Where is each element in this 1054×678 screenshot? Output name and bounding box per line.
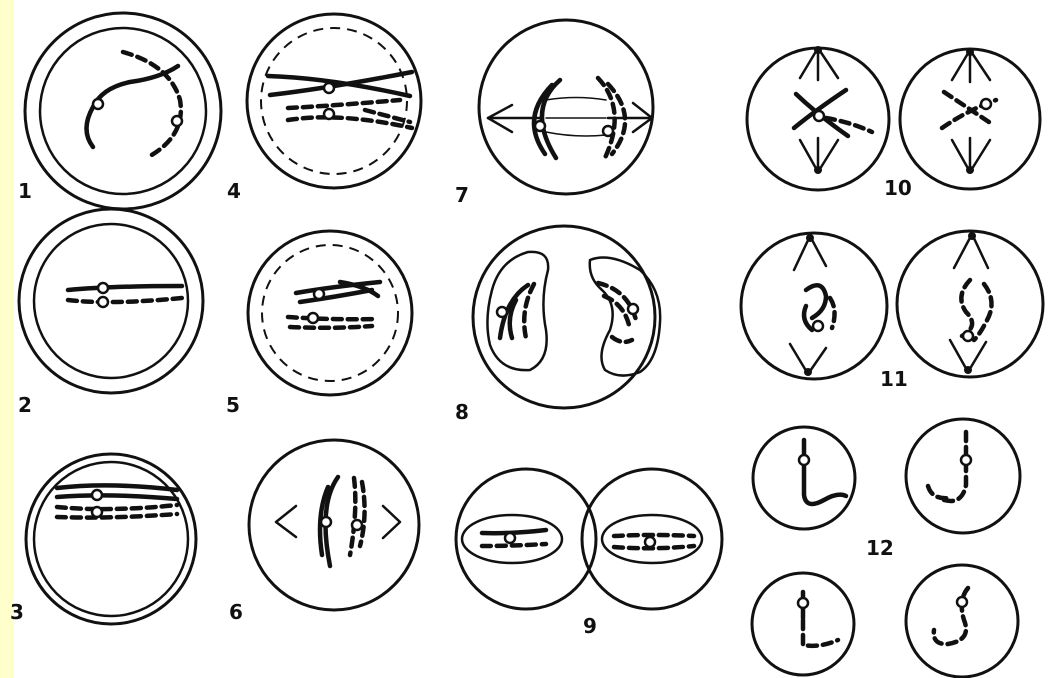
label-9: 9 <box>583 614 597 638</box>
stage-11-cells: 11 <box>741 231 1043 391</box>
stage-6-cell: 6 <box>229 440 419 624</box>
stage-3-cell: 3 <box>10 454 196 624</box>
stage-4-cell: 4 <box>227 14 421 203</box>
label-1: 1 <box>18 179 32 203</box>
label-6: 6 <box>229 600 243 624</box>
label-3: 3 <box>10 600 24 624</box>
label-11: 11 <box>880 367 908 391</box>
label-2: 2 <box>18 393 32 417</box>
stage-7-cell: 7 <box>455 20 653 207</box>
label-7: 7 <box>455 183 469 207</box>
stage-12-cells: 12 <box>752 419 1020 677</box>
stage-9-cells: 9 <box>456 469 722 638</box>
label-8: 8 <box>455 400 469 424</box>
stage-10-cells: 10 <box>747 46 1040 200</box>
stage-2-cell: 2 <box>18 209 203 417</box>
stage-5-cell: 5 <box>226 231 412 417</box>
label-12: 12 <box>866 536 894 560</box>
stage-1-cell: 1 <box>18 13 221 209</box>
label-4: 4 <box>227 179 241 203</box>
stage-8-cell: 8 <box>455 226 660 424</box>
label-10: 10 <box>884 176 912 200</box>
label-5: 5 <box>226 393 240 417</box>
